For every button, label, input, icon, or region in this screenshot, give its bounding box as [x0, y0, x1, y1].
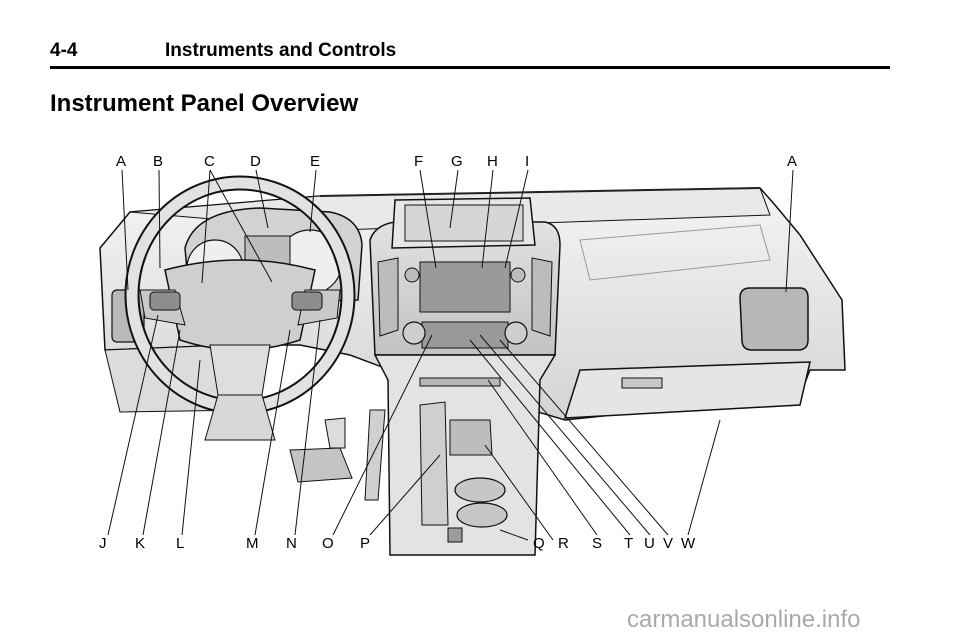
shift-boot: [449, 419, 493, 456]
callout-d: D: [250, 153, 261, 170]
callout-j: J: [99, 535, 107, 552]
callout-e: E: [310, 153, 320, 170]
shift-gate: [419, 401, 449, 526]
page-title: Instrument Panel Overview: [50, 90, 359, 117]
callout-v: V: [663, 535, 673, 552]
steering-column: [204, 394, 276, 441]
power-outlet: [447, 527, 463, 543]
callout-n: N: [286, 535, 297, 552]
section-title: Instruments and Controls: [165, 40, 397, 61]
callout-f: F: [414, 153, 423, 170]
callout-q: Q: [533, 535, 545, 552]
climate-controls: [421, 321, 509, 349]
callout-s: S: [592, 535, 602, 552]
windshield-line: [319, 187, 761, 197]
callout-u: U: [644, 535, 655, 552]
page-number: 4-4: [50, 40, 78, 61]
accelerator-pedal: [289, 447, 353, 483]
glove-box-handle: [621, 377, 663, 389]
right-steering-controls: [291, 291, 323, 311]
watermark: carmanualsonline.info: [627, 606, 861, 633]
console-storage-slot: [419, 377, 501, 387]
callout-k: K: [135, 535, 145, 552]
left-steering-controls: [149, 291, 181, 311]
callout-r: R: [558, 535, 569, 552]
callout-g: G: [451, 153, 463, 170]
radio-controls: [419, 261, 511, 313]
volume-knob: [404, 267, 420, 283]
center-right-vent: [531, 257, 553, 337]
right-air-vent: [739, 287, 809, 351]
callout-w: W: [681, 535, 696, 552]
left-climate-knob: [402, 321, 426, 345]
page-header: 4-4 Instruments and Controls: [50, 38, 890, 69]
glove-box: [563, 361, 811, 419]
callout-o: O: [322, 535, 334, 552]
callout-a-right: A: [787, 153, 797, 170]
tune-knob: [510, 267, 526, 283]
callout-m: M: [246, 535, 259, 552]
pedal-arm: [324, 417, 346, 449]
console-side-trim: [364, 409, 386, 501]
callout-l: L: [176, 535, 184, 552]
callout-t: T: [624, 535, 633, 552]
center-left-vent: [377, 257, 399, 337]
steering-wheel-lower-spoke: [209, 344, 271, 396]
right-climate-knob: [504, 321, 528, 345]
cup-holder-front: [454, 477, 506, 503]
callout-i: I: [525, 153, 529, 170]
center-display: [404, 204, 524, 242]
callout-c: C: [204, 153, 215, 170]
callout-h: H: [487, 153, 498, 170]
leader-lines: [107, 169, 794, 541]
callout-p: P: [360, 535, 370, 552]
callout-b: B: [153, 153, 163, 170]
callout-a-left: A: [116, 153, 126, 170]
cup-holder-rear: [456, 502, 508, 528]
passenger-airbag-seam: [579, 224, 771, 281]
